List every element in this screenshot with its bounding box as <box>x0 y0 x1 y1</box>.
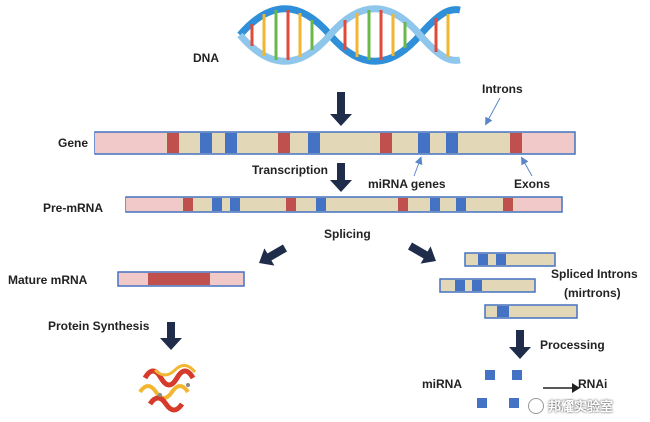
arrow-processing <box>509 330 531 359</box>
mature-mrna-bar <box>117 271 245 287</box>
exons-pointer <box>521 156 533 177</box>
spliced-intron-fragment <box>484 304 578 319</box>
mirna-squares <box>477 370 522 408</box>
processing-label: Processing <box>540 338 605 352</box>
arrow-protein-synthesis <box>160 322 182 350</box>
splicing-label: Splicing <box>324 227 371 241</box>
spliced-intron-fragment <box>464 252 556 267</box>
watermark: 邦耀实验室 <box>528 396 613 415</box>
protein-structure-icon <box>138 364 197 413</box>
arrow-splicing-right <box>408 242 436 264</box>
spliced-introns-label: Spliced Introns <box>551 267 638 281</box>
watermark-text: 邦耀实验室 <box>548 399 614 414</box>
gene-bar <box>94 131 576 155</box>
dna-helix-icon <box>237 5 461 65</box>
arrow-rnai <box>543 383 580 393</box>
mirna-label: miRNA <box>422 377 463 391</box>
mirna-genes-label: miRNA genes <box>368 177 446 191</box>
introns-pointer <box>485 97 501 126</box>
watermark-logo-icon <box>528 397 544 414</box>
exons-label: Exons <box>514 177 551 191</box>
dna-label: DNA <box>193 51 219 65</box>
spliced-intron-fragment <box>439 278 536 293</box>
arrow-transcription <box>330 163 352 192</box>
introns-label: Introns <box>482 82 523 96</box>
mirna-genes-pointer <box>413 156 423 177</box>
arrow-dna-to-gene <box>330 92 352 126</box>
pre-mrna-label: Pre-mRNA <box>43 201 104 215</box>
arrow-splicing-left <box>259 244 287 266</box>
protein-synthesis-label: Protein Synthesis <box>48 319 150 333</box>
gene-label: Gene <box>58 136 89 150</box>
pre-mrna-bar <box>125 196 563 213</box>
rnai-label: RNAi <box>578 377 608 391</box>
transcription-label: Transcription <box>252 163 329 177</box>
mirtrons-label: (mirtrons) <box>564 286 621 300</box>
mature-mrna-label: Mature mRNA <box>8 273 88 287</box>
